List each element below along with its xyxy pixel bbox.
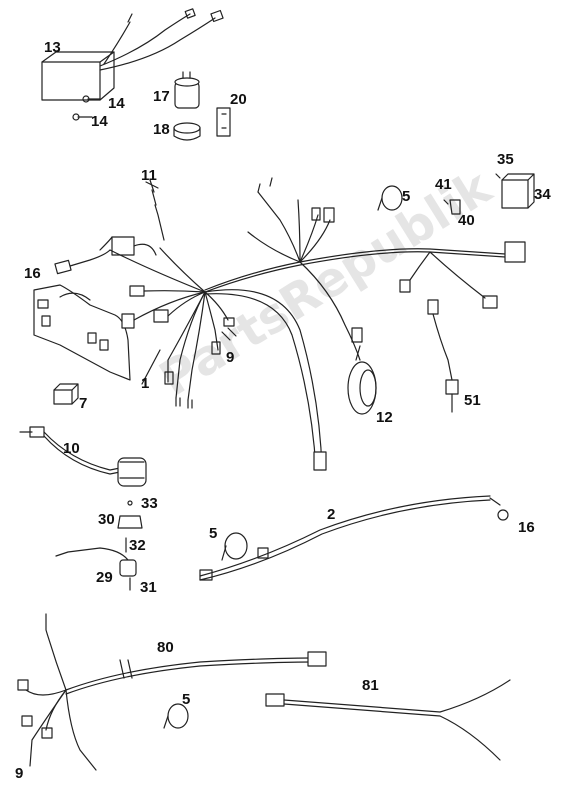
callout-12: 12: [376, 409, 393, 426]
callout-41: 41: [435, 176, 452, 193]
condenser-17: [174, 71, 200, 109]
cable-clamp-5-top: [377, 185, 403, 211]
callout-20: 20: [230, 91, 247, 108]
cable-2: [199, 495, 509, 581]
callout-11: 11: [141, 167, 157, 184]
horn-12: [347, 345, 377, 415]
screws-14: [72, 95, 101, 121]
parts-34-35-40-41: [443, 173, 535, 215]
callout-5-bottom: 5: [182, 691, 191, 708]
callout-80: 80: [157, 639, 174, 656]
cdi-unit-13: [41, 8, 224, 101]
callout-14-upper: 14: [108, 95, 125, 112]
callout-7: 7: [79, 395, 88, 412]
bracket-20: [216, 107, 231, 137]
callout-32: 32: [129, 537, 146, 554]
callout-40: 40: [458, 212, 475, 229]
connector-11: [145, 179, 165, 241]
callout-51: 51: [464, 392, 481, 409]
callout-10: 10: [63, 440, 80, 457]
handlebar-switch-10: [19, 426, 147, 487]
callout-14-lower: 14: [91, 113, 108, 130]
callout-33: 33: [141, 495, 158, 512]
callout-29: 29: [96, 569, 113, 586]
callout-9-lower: 9: [15, 765, 24, 782]
harness-81: [265, 679, 511, 761]
callout-34: 34: [534, 186, 551, 203]
callout-17: 17: [153, 88, 170, 105]
callout-16-upper: 16: [24, 265, 41, 282]
main-harness-1: [33, 236, 235, 409]
callout-5-middle: 5: [209, 525, 218, 542]
connector-16-upper: [54, 249, 111, 275]
switch-parts-29-33: [55, 500, 143, 591]
callout-5-top: 5: [402, 188, 411, 205]
harness-80: [17, 613, 327, 771]
cable-clamp-5-middle: [221, 532, 248, 561]
callout-2: 2: [327, 506, 336, 523]
callout-30: 30: [98, 511, 115, 528]
callout-18: 18: [153, 121, 170, 138]
callout-81: 81: [362, 677, 379, 694]
switch-7: [53, 383, 79, 405]
cable-clamp-5-bottom: [163, 703, 189, 729]
callout-9-upper: 9: [226, 349, 235, 366]
rubber-ring-18: [173, 122, 201, 141]
callout-13: 13: [44, 39, 61, 56]
pins-9: [221, 327, 237, 341]
callout-16-lower: 16: [518, 519, 535, 536]
callout-35: 35: [497, 151, 514, 168]
callout-31: 31: [140, 579, 157, 596]
main-harness-trunk: [204, 177, 526, 471]
sensor-51: [427, 299, 459, 413]
callout-1: 1: [141, 375, 150, 392]
